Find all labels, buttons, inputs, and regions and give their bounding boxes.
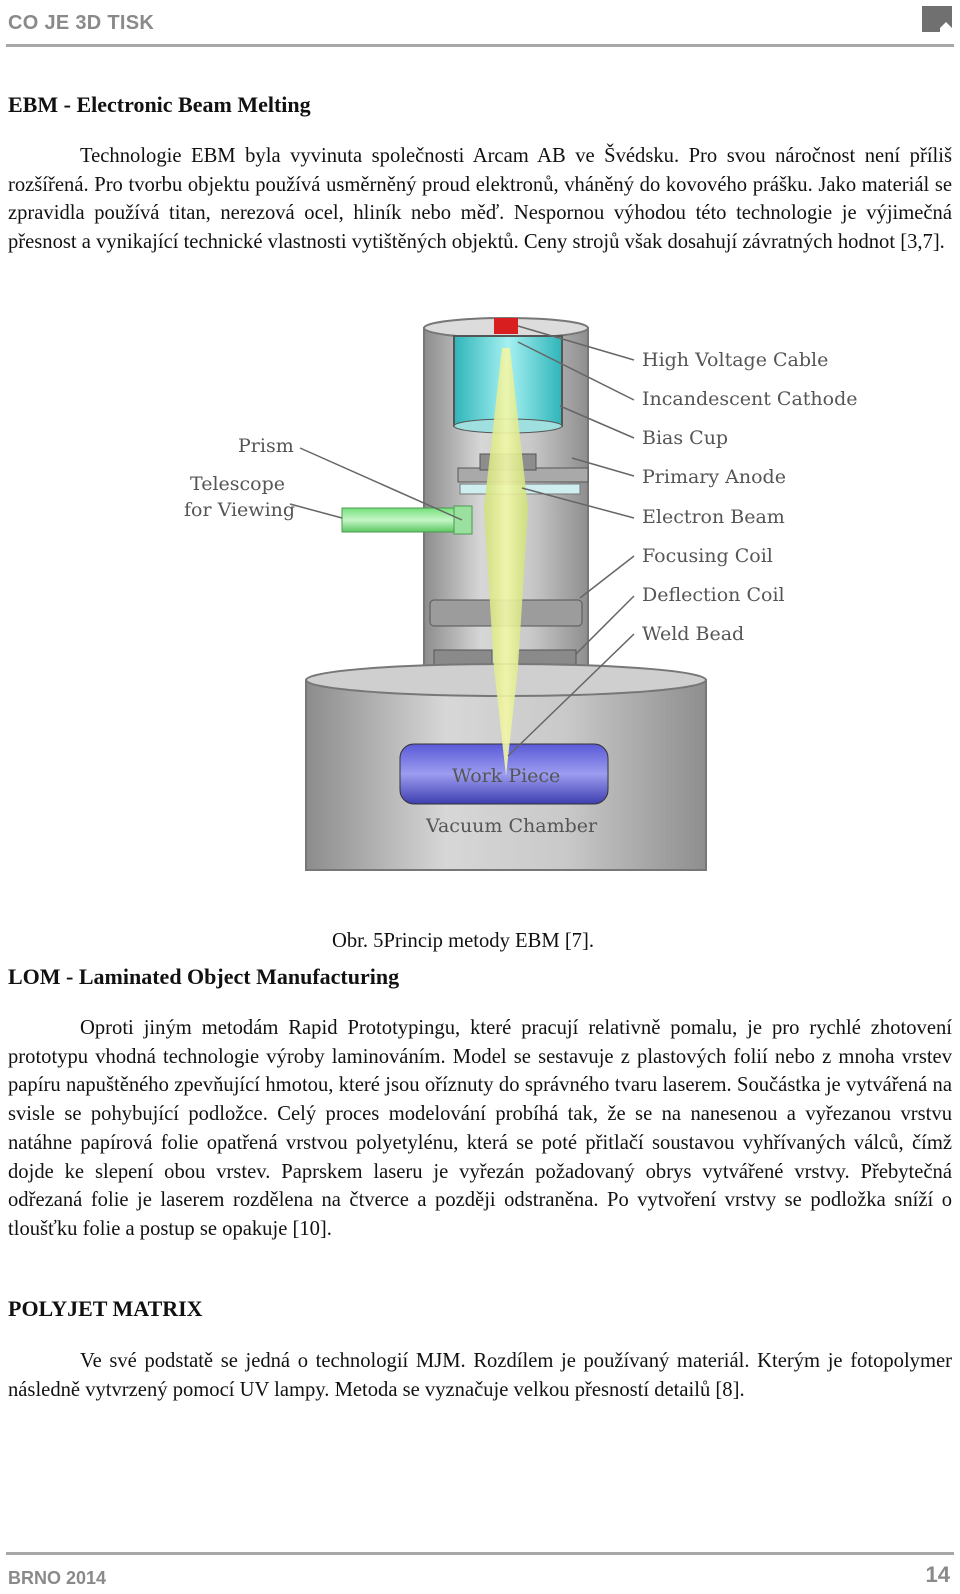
label-for-viewing: for Viewing: [184, 499, 295, 521]
label-telescope: Telescope: [190, 473, 285, 495]
label-electron-beam: Electron Beam: [642, 506, 785, 528]
section-heading-polyjet: POLYJET MATRIX: [8, 1296, 203, 1321]
high-voltage-connector: [494, 318, 518, 334]
page-number: 14: [925, 1562, 950, 1587]
paragraph-polyjet: Ve své podstatě se jedná o technologií M…: [8, 1350, 952, 1401]
label-incandescent-cathode: Incandescent Cathode: [642, 388, 858, 410]
label-deflection-coil: Deflection Coil: [642, 584, 785, 606]
footer-divider: [6, 1552, 954, 1555]
label-weld-bead: Weld Bead: [642, 623, 744, 645]
electron-beam: [484, 348, 528, 776]
label-prism: Prism: [238, 435, 294, 457]
footer-city-year: BRNO 2014: [8, 1568, 107, 1588]
ebm-diagram: High Voltage Cable Incandescent Cathode …: [184, 317, 858, 871]
paragraph-lom: Oproti jiným metodám Rapid Prototypingu,…: [8, 1017, 952, 1240]
section-heading-ebm: EBM - Electronic Beam Melting: [8, 92, 311, 117]
paragraph-ebm: Technologie EBM byla vyvinuta společnost…: [8, 145, 952, 254]
running-header-title: CO JE 3D TISK: [8, 12, 155, 34]
label-vacuum-chamber: Vacuum Chamber: [425, 815, 598, 837]
label-high-voltage-cable: High Voltage Cable: [642, 349, 828, 371]
header-divider: [6, 44, 954, 47]
ebm-diagram-figure: High Voltage Cable Incandescent Cathode …: [172, 308, 860, 900]
label-bias-cup: Bias Cup: [642, 427, 728, 449]
figure-caption: Obr. 5Princip metody EBM [7].: [332, 930, 594, 952]
viewing-telescope: [341, 507, 455, 533]
book-corner-icon: [922, 6, 952, 32]
section-heading-lom: LOM - Laminated Object Manufacturing: [8, 964, 400, 989]
label-work-piece: Work Piece: [452, 765, 560, 787]
label-primary-anode: Primary Anode: [642, 466, 786, 488]
label-focusing-coil: Focusing Coil: [642, 545, 773, 567]
